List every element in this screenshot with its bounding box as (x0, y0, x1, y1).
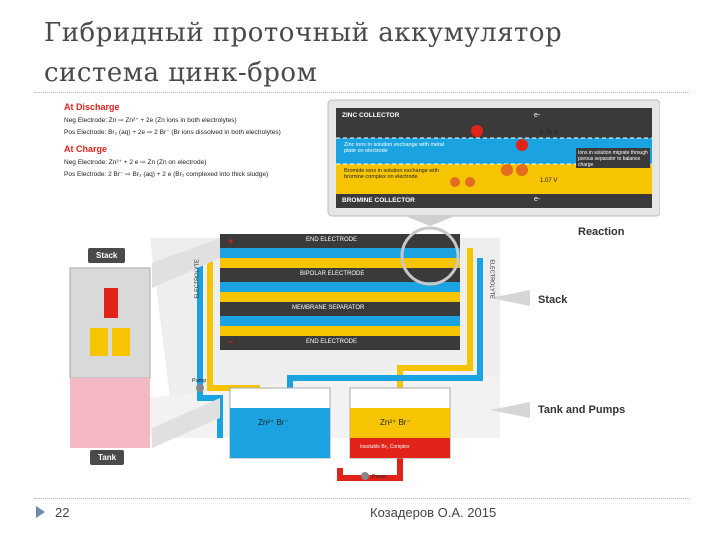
bipolar-electrode-label: BIPOLAR ELECTRODE (300, 271, 365, 277)
electron-label-top: e- (534, 112, 541, 119)
footer-bullet-icon (36, 506, 45, 518)
end-electrode-bottom-label: END ELECTRODE (306, 339, 358, 345)
discharge-heading: At Discharge (64, 102, 120, 112)
bromine-collector-label: BROMINE COLLECTOR (342, 197, 415, 204)
zinc-bromine-diagram: At Discharge Neg Electrode: Zn ⇨ Zn²⁺ + … (60, 98, 660, 490)
voltage-label-2: 1.07 V (540, 178, 558, 184)
positive-terminal: + (228, 236, 234, 246)
slide-title: Гибридный проточный аккумулятор (44, 18, 563, 48)
stack-tag: Stack (88, 248, 126, 263)
page-number: 22 (55, 505, 70, 520)
discharge-pos-equation: Pos Electrode: Br₂ (aq) + 2e ⇨ 2 Br⁻ (Br… (64, 129, 281, 136)
tank-pumps-label: Tank and Pumps (538, 404, 626, 416)
footer-divider (34, 498, 690, 499)
electrolyte-left-label: ELECTROLYTE (194, 259, 201, 299)
voltage-label: 0.76 V (540, 130, 558, 136)
tank-tag: Tank (90, 450, 125, 465)
charge-pos-equation: Pos Electrode: 2 Br⁻ ⇨ Br₂ (aq) + 2 e (B… (64, 171, 269, 178)
reaction-label: Reaction (578, 226, 625, 238)
inset-note-bromide: Bromide ions in solution exchange with b… (344, 168, 440, 180)
electrolyte-right-label: ELECTROLYTE (488, 259, 495, 299)
pump-label-left: Pump (192, 378, 207, 384)
stack-label: Stack (538, 294, 568, 306)
discharge-neg-equation: Neg Electrode: Zn ⇨ Zn²⁺ + 2e (Zn ions i… (64, 117, 237, 124)
tank-left-label: Zn²⁺ Br⁻ (258, 418, 289, 427)
end-electrode-top-label: END ELECTRODE (306, 237, 358, 243)
inset-note-zinc: Zinc ions in solution exchange with meta… (344, 142, 444, 154)
negative-terminal: − (228, 337, 234, 347)
charge-heading: At Charge (64, 144, 108, 154)
complex-label: Insoluble Br₂ Complex (360, 444, 410, 450)
pump-label-bottom: Pump (372, 474, 387, 480)
inset-note-migrate: Ions in solution migrate through porous … (578, 150, 648, 168)
author-credit: Козадеров О.А. 2015 (370, 505, 497, 520)
slide-subtitle: система цинк-бром (44, 58, 318, 88)
membrane-separator-label: MEMBRANE SEPARATOR (292, 305, 365, 311)
charge-neg-equation: Neg Electrode: Zn²⁺ + 2 e ⇨ Zn (Zn on el… (64, 159, 207, 166)
electron-label-bottom: e- (534, 196, 541, 203)
header-divider (34, 92, 690, 93)
tank-right-label: Zn²⁺ Br⁻ (380, 418, 411, 427)
zinc-collector-label: ZINC COLLECTOR (342, 112, 400, 119)
